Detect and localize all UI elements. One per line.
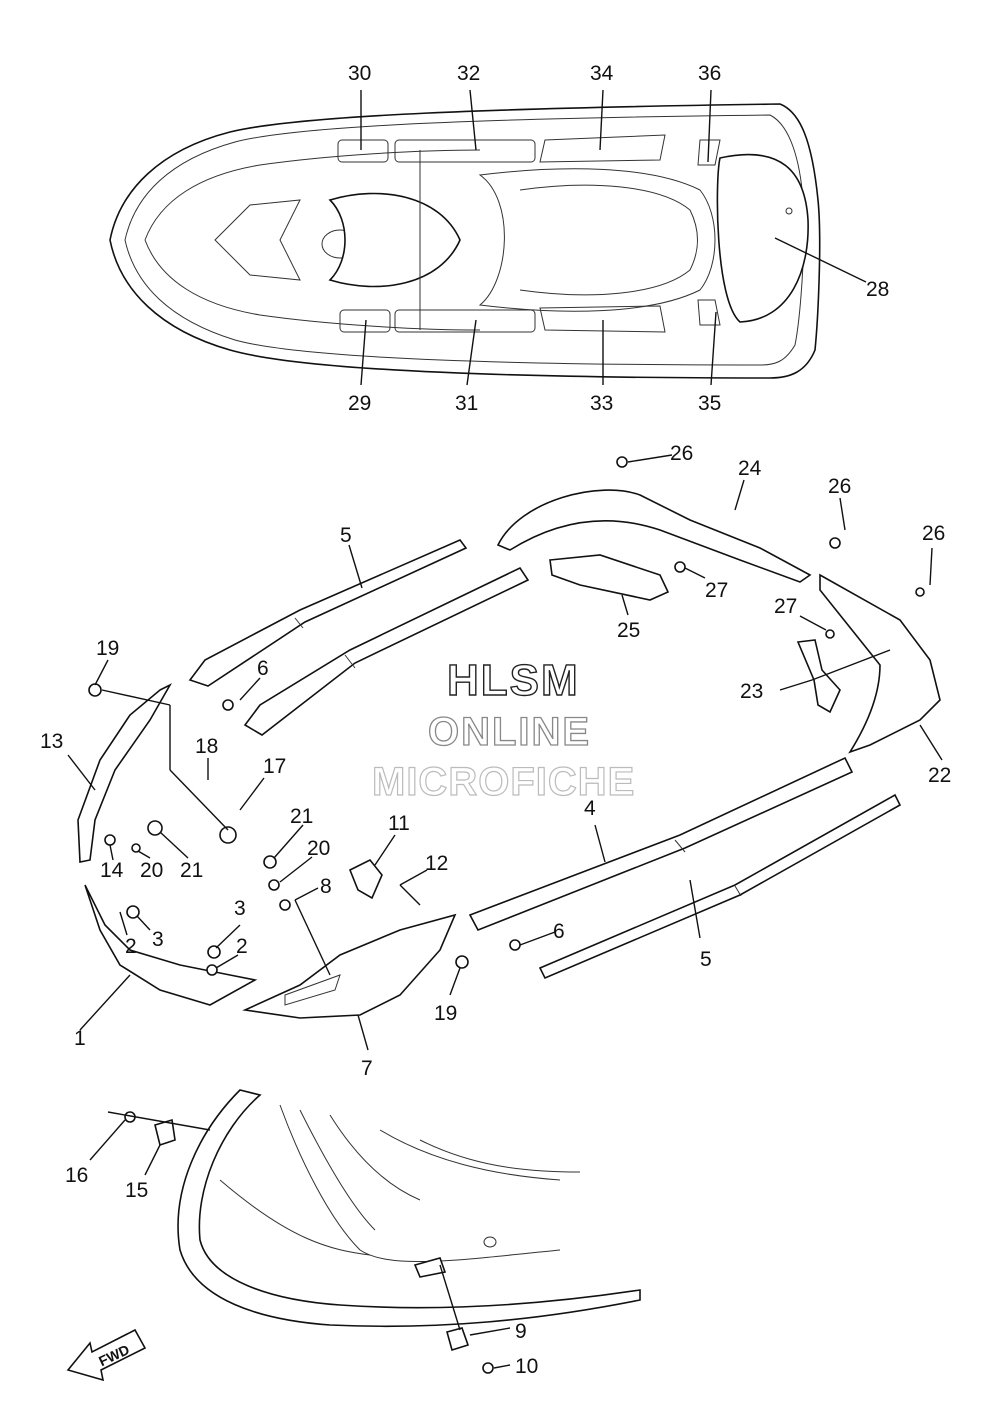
- mat-34: [539, 134, 666, 163]
- part-5-upper: [188, 539, 468, 687]
- callout-5-b: 5: [700, 948, 712, 971]
- part-11: [348, 858, 383, 900]
- part-1: [84, 884, 258, 1006]
- callout-33: 33: [590, 392, 613, 415]
- callout-26-b: 26: [828, 475, 851, 498]
- callout-27-b: 27: [774, 595, 797, 618]
- top-leaders: [360, 89, 867, 386]
- part-7: [242, 913, 457, 1019]
- callout-34: 34: [590, 62, 614, 85]
- callout-21-a: 21: [290, 805, 313, 828]
- middle-leaders: [67, 454, 943, 1051]
- part-4-lower: [468, 756, 854, 932]
- callout-24: 24: [738, 457, 762, 480]
- callout-8: 8: [320, 875, 332, 898]
- callout-7: 7: [361, 1057, 373, 1080]
- bottom-leaders: [89, 1111, 511, 1369]
- callout-21-b: 21: [180, 859, 203, 882]
- part-5-lower: [538, 793, 902, 980]
- callout-4: 4: [584, 797, 596, 820]
- callout-18: 18: [195, 735, 218, 758]
- mat-31: [394, 309, 536, 333]
- callout-22: 22: [928, 764, 951, 787]
- callout-12: 12: [425, 852, 448, 875]
- middle-parts: [77, 456, 941, 1019]
- callout-3-b: 3: [152, 928, 164, 951]
- fwd-label: FWD: [96, 1341, 132, 1369]
- mat-36: [697, 139, 721, 166]
- mat-30: [337, 139, 389, 163]
- callout-5-a: 5: [340, 524, 352, 547]
- callout-19-b: 19: [434, 1002, 457, 1025]
- watermark-line-2: ONLINE: [428, 710, 591, 754]
- mat-32: [394, 139, 536, 163]
- callout-11: 11: [388, 812, 410, 835]
- mat-33: [539, 305, 666, 333]
- callout-31: 31: [455, 392, 478, 415]
- callout-29: 29: [348, 392, 371, 415]
- callout-28: 28: [866, 278, 889, 301]
- callout-13: 13: [40, 730, 63, 753]
- watermark-line-1: HLSM: [447, 656, 580, 705]
- callout-26-a: 26: [670, 442, 693, 465]
- part-13: [77, 683, 173, 863]
- hull-top-view: [109, 103, 821, 379]
- callout-26-c: 26: [922, 522, 945, 545]
- callout-2-a: 2: [125, 935, 137, 958]
- callout-35: 35: [698, 392, 721, 415]
- callout-1: 1: [74, 1027, 86, 1050]
- part-25: [549, 554, 670, 601]
- hull-nose-view: FWD: [66, 1089, 641, 1382]
- callout-20-a: 20: [307, 837, 330, 860]
- part-4-upper: [243, 566, 530, 736]
- callout-15: 15: [125, 1179, 148, 1202]
- callout-14: 14: [100, 859, 124, 882]
- callout-32: 32: [457, 62, 480, 85]
- callout-27-a: 27: [705, 579, 728, 602]
- callout-3-a: 3: [234, 897, 246, 920]
- callout-10: 10: [515, 1355, 538, 1378]
- mat-35: [697, 299, 721, 326]
- callout-19-a: 19: [96, 637, 119, 660]
- fwd-arrow: [66, 1328, 147, 1382]
- callout-6-b: 6: [553, 920, 565, 943]
- callout-9: 9: [515, 1320, 527, 1343]
- watermark-line-3: MICROFICHE: [372, 760, 635, 804]
- watermark: HLSM ONLINE MICROFICHE: [371, 655, 635, 804]
- callout-20-b: 20: [140, 859, 163, 882]
- callout-30: 30: [348, 62, 371, 85]
- callout-23: 23: [740, 680, 763, 703]
- part-24: [496, 489, 812, 583]
- callout-6-a: 6: [257, 657, 269, 680]
- callout-labels: 30 32 34 36 28 29 31 33 35 26 24 26 26 5…: [40, 62, 951, 1378]
- callout-25: 25: [617, 619, 640, 642]
- callout-36: 36: [698, 62, 721, 85]
- part-23: [796, 639, 841, 714]
- callout-17: 17: [263, 755, 286, 778]
- callout-2-b: 2: [236, 935, 248, 958]
- part-22: [819, 573, 941, 754]
- callout-16: 16: [65, 1164, 88, 1187]
